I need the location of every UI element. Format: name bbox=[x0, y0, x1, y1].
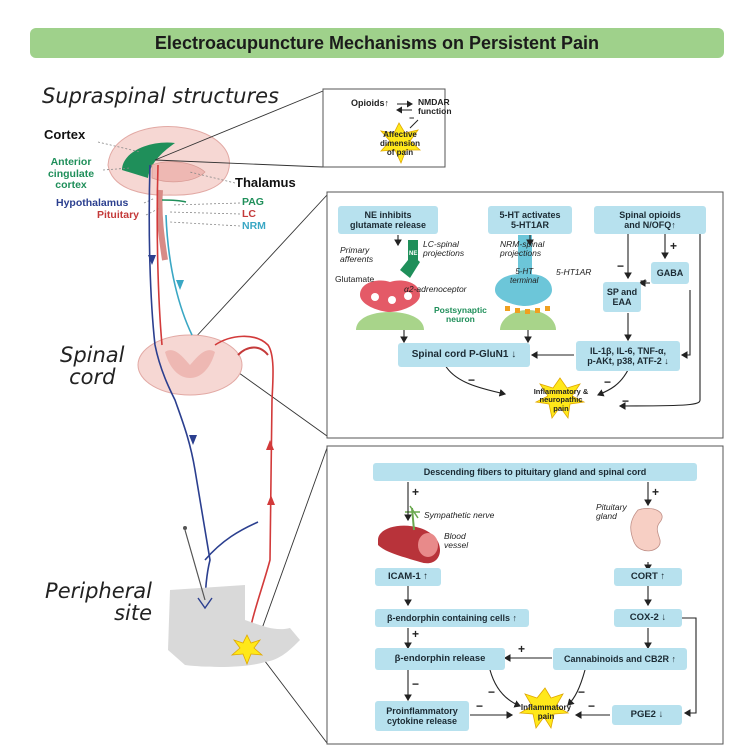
pathway-arrowheads bbox=[266, 440, 275, 505]
section-spinal-cord: Spinal cord bbox=[60, 343, 125, 390]
sign-gaba-plus: + bbox=[670, 239, 678, 253]
box-cytokines: IL-1β, IL-6, TNF-α, p-AKt, p38, ATF-2 ↓ bbox=[576, 341, 680, 371]
peripheral-tissue bbox=[168, 526, 300, 667]
brain-illustration bbox=[107, 126, 230, 261]
top-panel-graphics bbox=[379, 100, 422, 165]
box-spinal-opioids: Spinal opioids and N/OFQ↑ bbox=[594, 206, 706, 234]
top-minus-sign: − bbox=[409, 113, 415, 123]
section-supraspinal: Supraspinal structures bbox=[42, 84, 279, 108]
peripheral-panel-arrows bbox=[404, 482, 697, 719]
sign-beta-cells-plus: + bbox=[412, 627, 420, 641]
top-panel-frame bbox=[322, 88, 446, 168]
synapse-illustrations bbox=[356, 235, 586, 420]
spinal-cord-illustration bbox=[137, 334, 269, 396]
sign-sp-minus: − bbox=[617, 259, 625, 273]
label-cortex: Cortex bbox=[44, 127, 86, 142]
sign-cytokines-minus: − bbox=[604, 375, 612, 389]
label-inflammatory-neuropathic-pain: Inflammatory & neuropathic pain bbox=[533, 387, 589, 413]
box-proinflammatory-cytokine: Proinflammatory cytokine release bbox=[375, 701, 469, 731]
label-a2-adrenoceptor: α2-adrenoceptor bbox=[404, 284, 467, 294]
sign-descending-right-plus: + bbox=[652, 485, 660, 499]
sign-release-pain-minus: − bbox=[488, 685, 496, 699]
label-lc: LC bbox=[242, 208, 256, 220]
label-primary-afferents: Primary afferents bbox=[340, 245, 374, 265]
label-lc-spinal-projections: LC-spinal projections bbox=[423, 239, 465, 259]
box-descending-fibers: Descending fibers to pituitary gland and… bbox=[373, 463, 697, 481]
box-beta-endorphin-cells: β-endorphin containing cells ↑ bbox=[375, 609, 529, 627]
sign-release-minus: − bbox=[412, 677, 420, 691]
label-5ht1ar: 5-HT1AR bbox=[556, 267, 592, 277]
label-glutamate: Glutamate bbox=[335, 274, 375, 284]
box-cannabinoids-cb2r: Cannabinoids and CB2R ↑ bbox=[553, 648, 687, 670]
box-ne-inhibits-glutamate: NE inhibits glutamate release bbox=[338, 206, 438, 234]
sign-gaba-minus: − bbox=[640, 274, 648, 288]
label-pag: PAG bbox=[242, 196, 264, 208]
spinal-panel-arrows bbox=[394, 232, 701, 410]
label-hypothalamus: Hypothalamus bbox=[56, 197, 129, 209]
box-gaba: GABA bbox=[651, 262, 689, 284]
label-inflammatory-pain: Inflammatory pain bbox=[520, 703, 572, 721]
pathway-lines bbox=[148, 164, 274, 649]
sign-pglun1-minus: − bbox=[468, 373, 476, 387]
box-sp-eaa: SP and EAA bbox=[603, 282, 641, 312]
section-peripheral-site: Peripheral site bbox=[45, 579, 152, 626]
label-postsynaptic-neuron: Postsynaptic neuron bbox=[434, 305, 487, 325]
box-beta-endorphin-release: β-endorphin release bbox=[375, 648, 505, 670]
sign-cytokine-minus: − bbox=[476, 699, 484, 713]
box-5ht-activates-5ht1ar: 5-HT activates 5-HT1AR bbox=[488, 206, 572, 234]
label-thalamus: Thalamus bbox=[235, 175, 296, 190]
box-cort: CORT ↑ bbox=[614, 568, 682, 586]
top-affective-dimension: Affective dimension of pain bbox=[379, 130, 420, 157]
label-nrm-spinal-projections: NRM-spinal projections bbox=[500, 239, 545, 259]
top-nmdar-function: NMDAR function bbox=[418, 97, 452, 117]
label-nrm: NRM bbox=[242, 220, 266, 232]
label-pituitary: Pituitary bbox=[97, 209, 140, 221]
sign-opioid-minus: − bbox=[622, 394, 630, 408]
sign-cannabinoids-minus: − bbox=[578, 685, 586, 699]
sign-pge2-minus: − bbox=[588, 699, 596, 713]
box-spinal-cord-p-glun1: Spinal cord P-GluN1 ↓ bbox=[398, 343, 530, 367]
label-ne-tag: NE bbox=[409, 251, 418, 257]
callout-lines bbox=[154, 90, 328, 744]
peripheral-panel-frame bbox=[326, 445, 724, 745]
label-blood-vessel: Blood vessel bbox=[444, 531, 469, 551]
sign-cannabinoids-plus: + bbox=[518, 642, 526, 656]
top-opioids: Opioids↑ bbox=[351, 98, 389, 108]
box-icam-1: ICAM-1 ↑ bbox=[375, 568, 441, 586]
page-title: Electroacupuncture Mechanisms on Persist… bbox=[30, 28, 724, 58]
box-pge2: PGE2 ↓ bbox=[612, 705, 682, 725]
sign-descending-left-plus: + bbox=[412, 485, 420, 499]
label-pituitary-gland: Pituitary gland bbox=[596, 502, 627, 522]
label-5ht-terminal: 5-HT terminal bbox=[510, 267, 539, 285]
peripheral-panel-graphics bbox=[378, 505, 663, 730]
label-sympathetic-nerve: Sympathetic nerve bbox=[424, 510, 495, 520]
box-cox-2: COX-2 ↓ bbox=[614, 609, 682, 627]
label-anterior-cingulate-cortex: Anterior cingulate cortex bbox=[47, 156, 95, 192]
